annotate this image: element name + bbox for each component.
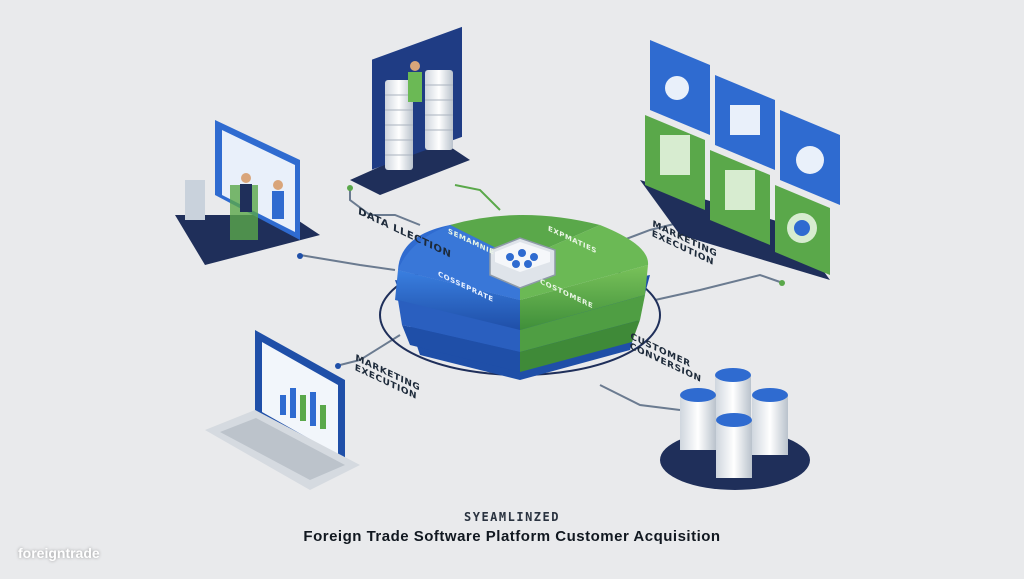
- hub-top-green-back: [450, 215, 600, 260]
- person-head: [410, 61, 420, 71]
- caption-subtitle: SYEAMLINZED: [464, 510, 560, 524]
- person-body: [272, 191, 284, 219]
- analysts-scene: [175, 120, 320, 265]
- hub-layer-green-3: [520, 320, 640, 372]
- line-to-analysts: [299, 254, 396, 271]
- hub-layer-green-1: [520, 265, 648, 330]
- line-to-database: [599, 384, 681, 411]
- hub-hexagon-top: [495, 242, 550, 272]
- hub-top-green-right: [520, 225, 649, 300]
- dot: [335, 363, 341, 369]
- line-to-servers-top: [349, 190, 421, 226]
- database-cluster: [660, 368, 810, 490]
- db-cylinder: [752, 388, 788, 455]
- green-line: [454, 184, 501, 211]
- dot: [347, 185, 353, 191]
- hub-top-blue-left: [398, 225, 520, 300]
- hub-layer-blue-2: [398, 300, 520, 352]
- hub-layer-green-2: [520, 295, 645, 352]
- laptop-chart-bars: [280, 388, 326, 429]
- person-head: [241, 173, 251, 183]
- server-rack-top: [350, 26, 470, 195]
- hub-chip-cells: [506, 249, 538, 268]
- dot: [779, 280, 785, 286]
- line-to-laptop: [339, 334, 401, 366]
- db-cylinder: [716, 413, 752, 478]
- line-to-dashboards-2: [654, 273, 781, 301]
- watermark-logo: foreigntrade: [18, 545, 100, 561]
- person-body: [408, 72, 422, 102]
- hub-layer-blue-3: [402, 325, 520, 372]
- dot: [297, 253, 303, 259]
- person-body: [240, 184, 252, 212]
- dashboard-panels: [640, 40, 840, 280]
- hub-layer-blue-1: [395, 270, 520, 330]
- db-cylinder: [680, 388, 716, 450]
- central-hub: [379, 215, 661, 380]
- laptop: [205, 330, 360, 490]
- person-head: [273, 180, 283, 190]
- caption-title: Foreign Trade Software Platform Customer…: [303, 528, 721, 545]
